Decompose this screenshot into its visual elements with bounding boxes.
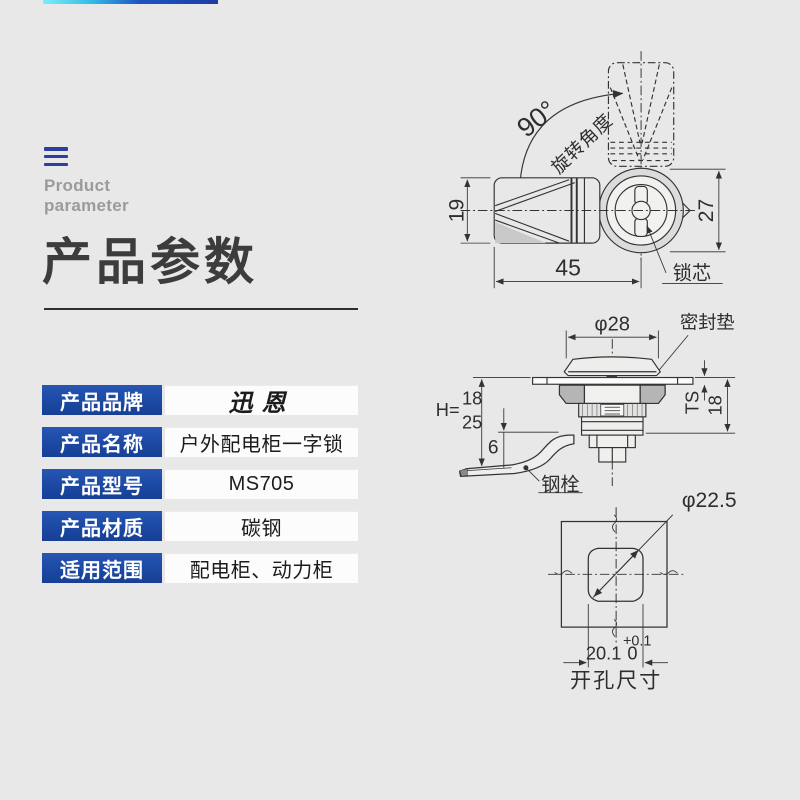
table-row: 产品名称 户外配电柜一字锁 <box>42 427 358 457</box>
panel-thickness-label: TS <box>682 391 703 414</box>
dim-18-right-label: 18 <box>705 395 726 415</box>
subtitle-line2: parameter <box>44 196 129 215</box>
dim-19-label: 19 <box>445 199 468 222</box>
dim-27-label: 27 <box>695 199 718 222</box>
brand-logo-bar <box>43 0 218 4</box>
table-row: 适用范围 配电柜、动力柜 <box>42 553 358 583</box>
dim-20-label: 20.1 <box>586 643 622 664</box>
table-row: 产品材质 碳钢 <box>42 511 358 541</box>
row-value-model: MS705 <box>165 469 358 499</box>
row-label-material: 产品材质 <box>42 511 162 541</box>
hamburger-icon <box>44 147 68 166</box>
h-top-label: 18 <box>462 387 482 408</box>
row-label-scope: 适用范围 <box>42 553 162 583</box>
row-value-brand: 迅恩 <box>165 385 358 417</box>
spec-table: 产品品牌 迅恩 产品名称 户外配电柜一字锁 产品型号 MS705 产品材质 碳钢… <box>42 385 358 583</box>
front-view-labels: φ28 密封垫 H= 18 25 6 TS 18 钢栓 <box>436 312 735 496</box>
rotation-angle-label: 90° <box>511 95 561 144</box>
row-value-material: 碳钢 <box>165 511 358 541</box>
bolt-label: 钢栓 <box>541 474 579 496</box>
subtitle-line1: Product <box>44 176 111 195</box>
hole-view-labels: φ22.5 20.1 +0.1 0 开孔尺寸 <box>570 489 737 692</box>
page-title: 产品参数 <box>42 234 258 290</box>
hole-view-drawing <box>547 507 685 668</box>
side-view-drawing <box>460 51 726 289</box>
front-view-drawing <box>458 330 736 494</box>
dim-phi22-label: φ22.5 <box>682 489 737 512</box>
h-bottom-label: 25 <box>462 411 482 432</box>
dim-phi28-label: φ28 <box>595 313 631 335</box>
tolerance-lower-label: 0 <box>627 643 637 664</box>
gasket-label: 密封垫 <box>680 312 735 333</box>
tolerance-upper-label: +0.1 <box>623 633 651 649</box>
cam-lever <box>458 434 575 478</box>
table-row: 产品品牌 迅恩 <box>42 385 358 417</box>
row-value-name: 户外配电柜一字锁 <box>165 427 358 457</box>
lock-core-label: 锁芯 <box>673 263 711 285</box>
hole-caption: 开孔尺寸 <box>570 669 662 693</box>
title-underline <box>44 308 358 310</box>
section-subtitle: Product parameter <box>44 176 129 216</box>
row-label-name: 产品名称 <box>42 427 162 457</box>
row-label-brand: 产品品牌 <box>42 385 162 415</box>
row-value-scope: 配电柜、动力柜 <box>165 553 358 583</box>
cutout-hole <box>587 547 644 602</box>
table-row: 产品型号 MS705 <box>42 469 358 499</box>
dim-45-label: 45 <box>555 255 581 281</box>
technical-drawings: 90° 旋转角度 19 27 45 锁芯 <box>436 51 737 693</box>
dim-6-label: 6 <box>488 437 499 458</box>
row-label-model: 产品型号 <box>42 469 162 499</box>
h-prefix-label: H= <box>436 399 460 420</box>
